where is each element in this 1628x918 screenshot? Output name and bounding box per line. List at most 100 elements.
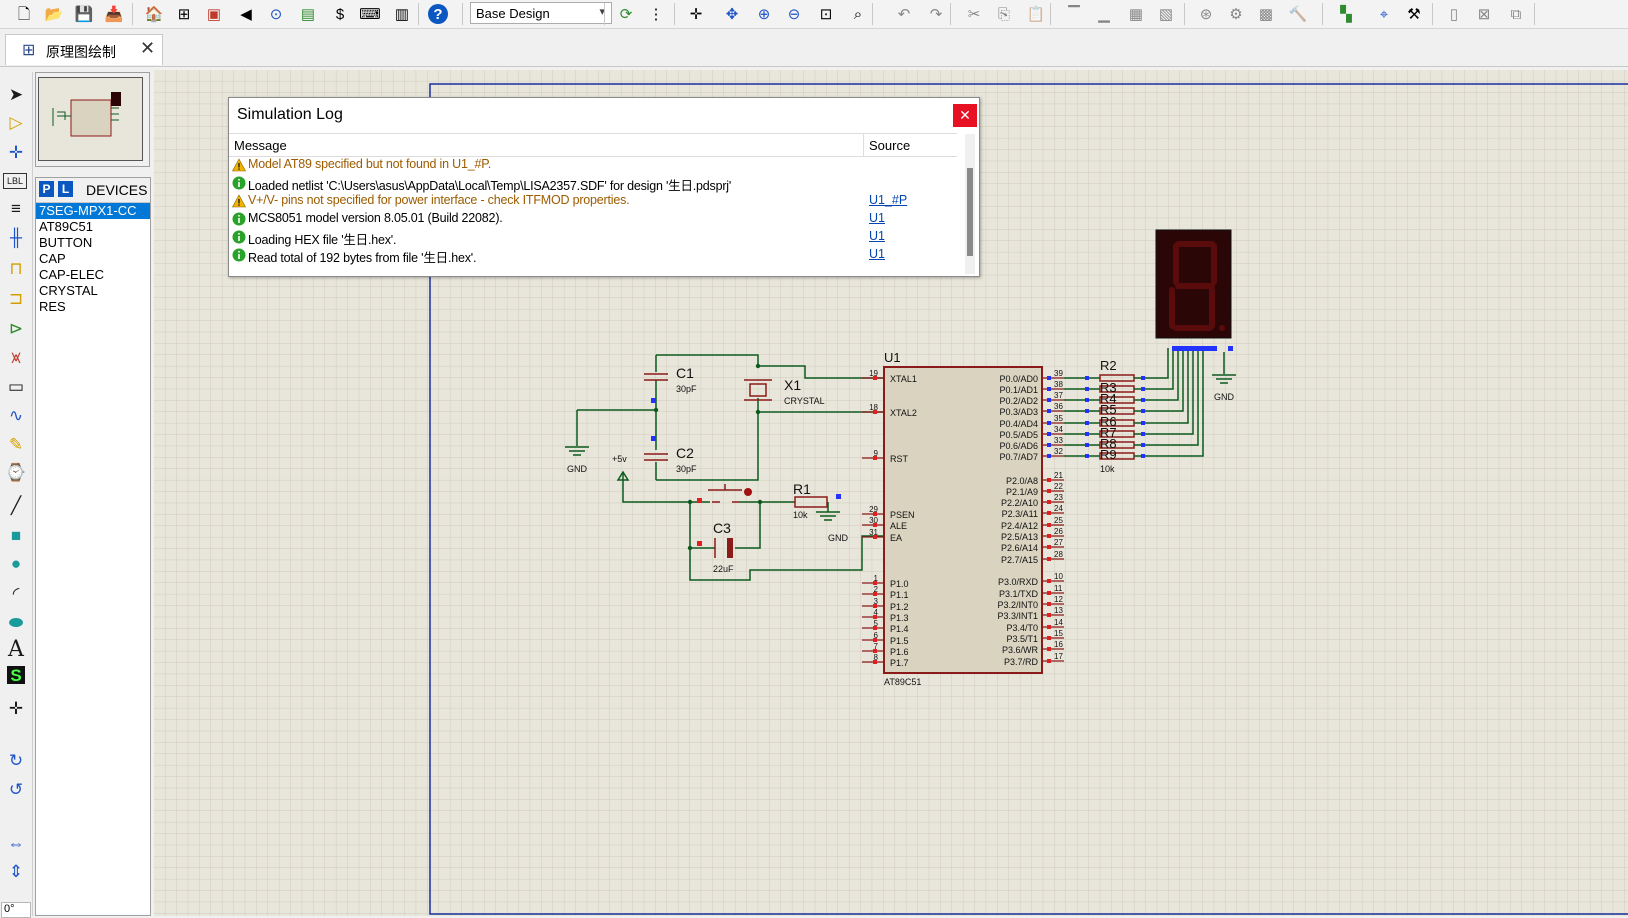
- device-list-item[interactable]: CAP-ELEC: [39, 267, 105, 282]
- block-rotate-icon[interactable]: ▦: [1128, 5, 1144, 23]
- save-icon[interactable]: 💾: [74, 5, 94, 23]
- cost-icon[interactable]: $: [335, 5, 345, 23]
- component-mode-icon[interactable]: ▷: [9, 112, 23, 132]
- wire-label-icon[interactable]: LBL: [3, 173, 27, 189]
- overview-window[interactable]: [38, 77, 143, 161]
- exit-to-parent-icon[interactable]: ⧉: [1510, 5, 1522, 23]
- column-header-message[interactable]: Message: [234, 138, 287, 153]
- mirror-vertical-icon[interactable]: ⇕: [8, 861, 24, 881]
- grid-icon[interactable]: ⋮: [648, 5, 664, 23]
- voltage-probe-icon[interactable]: ✎: [8, 434, 24, 454]
- source-code-icon[interactable]: ⌨: [359, 5, 381, 23]
- block-move-icon[interactable]: ▁: [1098, 5, 1110, 23]
- close-button[interactable]: ✕: [953, 104, 977, 127]
- block-delete-icon[interactable]: ▧: [1158, 5, 1174, 23]
- text-icon[interactable]: A: [8, 637, 24, 662]
- wire: [735, 502, 761, 549]
- pick-device-icon[interactable]: ⊛: [1199, 5, 1213, 23]
- new-file-icon[interactable]: 🗋: [17, 5, 31, 23]
- zoom-out-icon[interactable]: ⊖: [787, 5, 801, 23]
- notes-icon[interactable]: ▥: [394, 5, 410, 23]
- zoom-in-icon[interactable]: ⊕: [757, 5, 771, 23]
- log-row[interactable]: Loaded netlist 'C:\Users\asus\AppData\Lo…: [229, 174, 957, 193]
- help-icon[interactable]: ?: [428, 4, 448, 24]
- gerber-icon[interactable]: ◀: [240, 5, 252, 23]
- home-icon[interactable]: 🏠: [144, 5, 164, 23]
- tab-close-icon[interactable]: ✕: [140, 38, 156, 58]
- refresh-icon[interactable]: ⟳: [619, 5, 633, 23]
- log-row[interactable]: V+/V- pins not specified for power inter…: [229, 192, 957, 210]
- marker-icon[interactable]: ✛: [8, 698, 24, 718]
- column-header-source[interactable]: Source: [869, 138, 911, 153]
- schematic-icon[interactable]: ⊞: [177, 5, 191, 23]
- box-icon[interactable]: ■: [10, 525, 22, 545]
- scrollbar-thumb[interactable]: [967, 168, 973, 256]
- redo-icon[interactable]: ↷: [929, 5, 943, 23]
- cut-icon[interactable]: ✂: [967, 5, 981, 23]
- junction-dot-icon[interactable]: ✛: [8, 142, 24, 162]
- origin-icon[interactable]: ✛: [689, 5, 703, 23]
- rotate-anticlockwise-icon[interactable]: ↺: [8, 779, 24, 799]
- bom-icon[interactable]: ▤: [300, 5, 316, 23]
- circle-icon[interactable]: ●: [10, 553, 22, 573]
- log-source-link[interactable]: U1: [869, 247, 885, 261]
- pan-icon[interactable]: ✥: [725, 5, 739, 23]
- property-tool-icon[interactable]: ⚒: [1407, 5, 1421, 23]
- search-tag-icon[interactable]: ⌖: [1379, 5, 1389, 23]
- log-row[interactable]: MCS8051 model version 8.05.01 (Build 220…: [229, 210, 957, 228]
- selection-mode-icon[interactable]: ➤: [8, 84, 24, 104]
- log-source-link[interactable]: U1: [869, 229, 885, 243]
- log-row[interactable]: Loading HEX file '生日.hex'.U1: [229, 228, 957, 247]
- zoom-all-icon[interactable]: ⊡: [819, 5, 833, 23]
- decompose-icon[interactable]: 🔨: [1288, 5, 1308, 23]
- device-list-item[interactable]: AT89C51: [39, 219, 93, 234]
- device-list-item[interactable]: CRYSTAL: [39, 283, 98, 298]
- device-list-item[interactable]: 7SEG-MPX1-CC: [36, 203, 150, 219]
- remove-sheet-icon[interactable]: ⊠: [1477, 5, 1491, 23]
- zoom-area-icon[interactable]: ⌕: [853, 5, 863, 23]
- subcircuit-icon[interactable]: ⊓: [9, 258, 23, 278]
- buses-icon[interactable]: ╫: [9, 227, 23, 247]
- schematic-drawing[interactable]: C130pFC230pFX1CRYSTALGND+5vR110kGNDC322u…: [154, 70, 1628, 916]
- rotate-clockwise-icon[interactable]: ↻: [8, 750, 24, 770]
- log-source-link[interactable]: U1_#P: [869, 193, 908, 207]
- line-icon[interactable]: ╱: [10, 495, 22, 515]
- rotation-input[interactable]: 0°: [1, 902, 31, 918]
- open-folder-icon[interactable]: 📂: [44, 5, 64, 23]
- log-source-link[interactable]: U1: [869, 211, 885, 225]
- device-list-item[interactable]: RES: [39, 299, 66, 314]
- log-row[interactable]: Read total of 192 bytes from file '生日.he…: [229, 246, 957, 265]
- tape-recorder-icon[interactable]: ▭: [7, 376, 25, 396]
- wire-autorouter-icon[interactable]: ▚: [1340, 5, 1352, 23]
- copy-icon[interactable]: ⎘: [997, 5, 1010, 23]
- virtual-instruments-icon[interactable]: ⌚: [5, 462, 27, 482]
- pcb-icon[interactable]: ▣: [206, 5, 222, 23]
- tab-schematic-capture[interactable]: ⊞ 原理图绘制 ✕: [5, 34, 163, 65]
- design-selector[interactable]: Base Design ▾: [470, 2, 612, 24]
- make-device-icon[interactable]: ⚙: [1229, 5, 1243, 23]
- package-tool-icon[interactable]: ▩: [1258, 5, 1274, 23]
- device-list-item[interactable]: CAP: [39, 251, 66, 266]
- generator-icon[interactable]: ∿: [8, 405, 24, 425]
- library-manager-button[interactable]: L: [58, 181, 73, 197]
- new-sheet-icon[interactable]: ▯: [1449, 5, 1459, 23]
- symbol-icon[interactable]: S: [7, 666, 25, 684]
- paste-icon[interactable]: 📋: [1026, 5, 1046, 23]
- column-divider[interactable]: [863, 134, 864, 156]
- block-copy-icon[interactable]: ▔: [1068, 5, 1080, 23]
- device-pins-icon[interactable]: ⊳: [8, 318, 24, 338]
- vertical-scrollbar[interactable]: [965, 134, 975, 274]
- arc-icon[interactable]: ◜: [12, 583, 20, 603]
- text-script-icon[interactable]: ≡: [11, 198, 21, 218]
- log-row[interactable]: Model AT89 specified but not found in U1…: [229, 156, 957, 174]
- 3d-view-icon[interactable]: ⊙: [269, 5, 283, 23]
- graph-icon[interactable]: ⩙: [11, 347, 21, 367]
- undo-icon[interactable]: ↶: [897, 5, 911, 23]
- terminals-icon[interactable]: ⊐: [8, 288, 24, 308]
- mirror-horizontal-icon[interactable]: ⇔: [7, 833, 25, 853]
- closed-path-icon[interactable]: ⬬: [8, 612, 24, 632]
- import-icon[interactable]: 📥: [104, 5, 124, 23]
- device-list-item[interactable]: BUTTON: [39, 235, 93, 250]
- pick-devices-button[interactable]: P: [39, 181, 54, 197]
